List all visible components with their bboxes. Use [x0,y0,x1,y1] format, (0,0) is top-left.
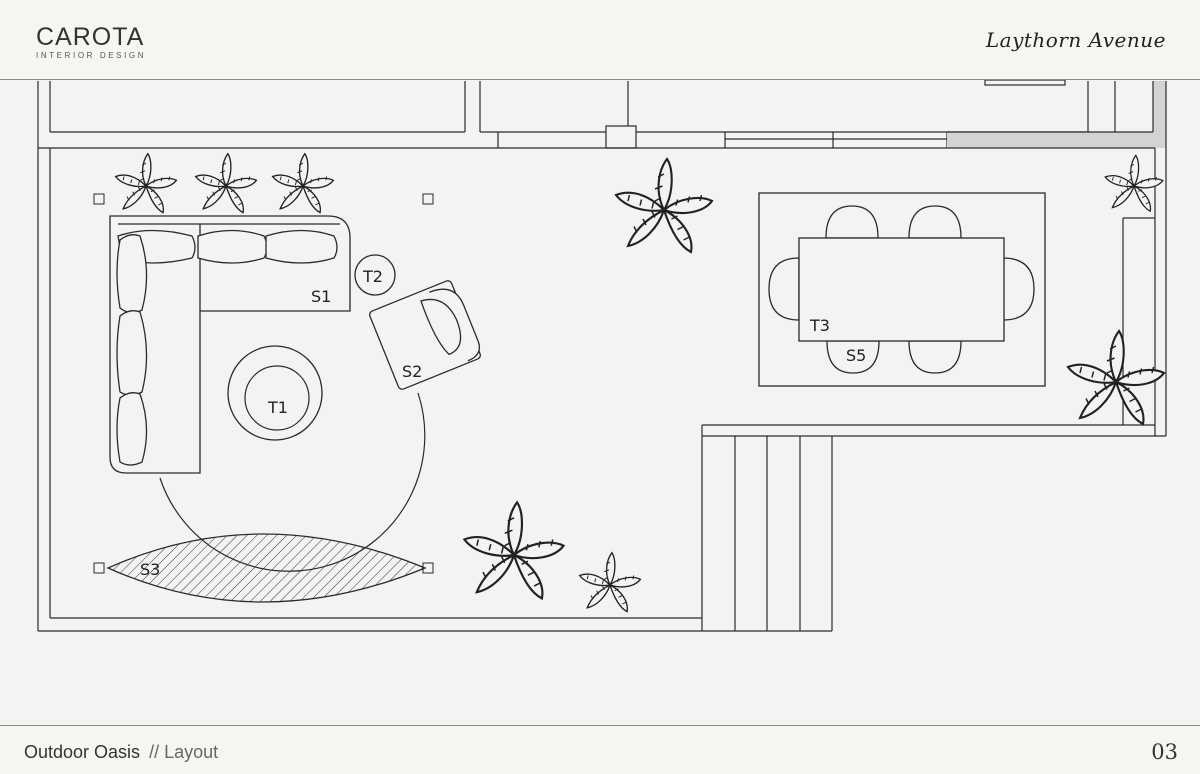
logo-sub-text: INTERIOR DESIGN [36,51,147,60]
footer-title-group: Outdoor Oasis // Layout [24,742,218,763]
floor-plan: S1 T2 S2 T1 S3 T3 S5 [0,79,1200,725]
floor-plan-svg: S1 T2 S2 T1 S3 T3 S5 [37,79,1167,632]
label-t1: T1 [267,398,288,417]
footer-section: Layout [164,742,219,762]
footer-title: Outdoor Oasis [24,742,141,762]
label-s5: S5 [846,346,866,365]
project-title: Laythorn Avenue [985,28,1166,52]
logo-main-text: CAROTA [36,23,145,51]
label-s3: S3 [140,560,160,579]
page-footer: Outdoor Oasis // Layout 03 [0,725,1200,774]
label-t3: T3 [809,316,830,335]
footer-separator: // [149,742,160,762]
label-t2: T2 [362,267,383,286]
label-s1: S1 [311,287,331,306]
page-number: 03 [1151,740,1178,764]
carota-logo: CAROTA INTERIOR DESIGN [36,24,146,60]
page-header: CAROTA INTERIOR DESIGN Laythorn Avenue [0,0,1200,80]
label-s2: S2 [402,362,422,381]
